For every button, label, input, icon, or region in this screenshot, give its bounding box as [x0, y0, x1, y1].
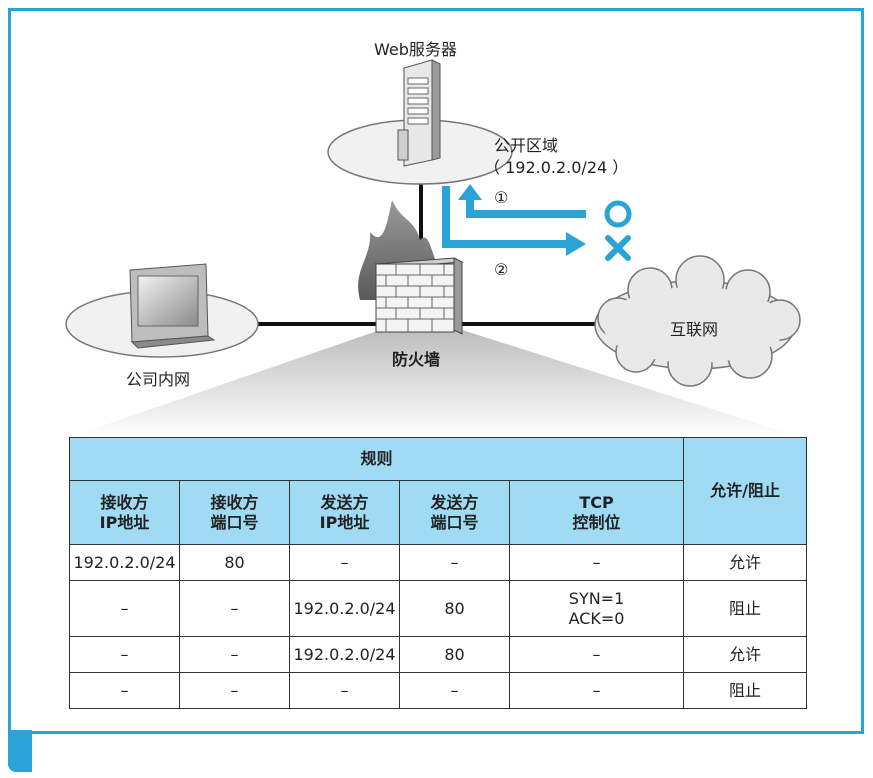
cell-tcp-flags: – — [508, 636, 685, 673]
flow-2-marker: ② — [494, 260, 509, 279]
cell-tcp-flags: SYN=1 ACK=0 — [508, 580, 685, 637]
cell-action: 允许 — [683, 636, 808, 673]
rules-header: 规则 — [68, 437, 685, 481]
intranet-label: 公司内网 — [126, 370, 191, 389]
block-cross-icon — [605, 235, 631, 261]
table-row: – – – – – 阻止 — [69, 672, 808, 709]
cell-dst-ip: 192.0.2.0/24 — [69, 544, 180, 581]
column-header-dst-port: 接收方 端口号 — [179, 480, 290, 545]
cell-action: 阻止 — [683, 672, 808, 709]
flow-1-arrow — [466, 198, 586, 218]
web-server-icon — [397, 59, 441, 167]
firewall-icon — [358, 200, 464, 335]
cell-dst-port: – — [179, 580, 290, 637]
allow-circle-icon — [604, 200, 632, 228]
internet-label: 互联网 — [670, 320, 719, 339]
table-row: 192.0.2.0/24 80 – – – 允许 — [69, 544, 808, 581]
web-server-label: Web服务器 — [374, 40, 457, 59]
flow-2-arrowhead — [566, 232, 586, 256]
column-header-tcp-flags: TCP 控制位 — [508, 480, 685, 545]
table-row: – – 192.0.2.0/24 80 – 允许 — [69, 636, 808, 673]
cell-dst-ip: – — [69, 636, 180, 673]
cell-tcp-flags: – — [508, 544, 685, 581]
cell-src-ip: 192.0.2.0/24 — [289, 636, 400, 673]
cell-dst-port: – — [179, 636, 290, 673]
firewall-rules-table: 规则 允许/阻止 接收方 IP地址 接收方 端口号 发送方 IP地址 发送方 端… — [68, 437, 808, 709]
cell-action: 允许 — [683, 544, 808, 581]
cell-src-ip: 192.0.2.0/24 — [289, 580, 400, 637]
frame-tab — [8, 730, 32, 772]
figure-frame — [8, 8, 864, 734]
cell-tcp-flags: – — [508, 672, 685, 709]
public-subnet-label: （ 192.0.2.0/24 ） — [484, 158, 629, 177]
cell-dst-ip: – — [69, 580, 180, 637]
public-zone-label: 公开区域 — [494, 136, 559, 155]
column-header-src-port: 发送方 端口号 — [399, 480, 510, 545]
cell-src-port: – — [399, 544, 510, 581]
cell-dst-port: – — [179, 672, 290, 709]
cell-action: 阻止 — [683, 580, 808, 637]
cell-dst-port: 80 — [179, 544, 290, 581]
flow-2-arrow — [442, 186, 568, 248]
cell-src-ip: – — [289, 544, 400, 581]
cell-dst-ip: – — [69, 672, 180, 709]
firewall-label: 防火墙 — [392, 350, 441, 369]
table-row: – – 192.0.2.0/24 80 SYN=1 ACK=0 阻止 — [69, 580, 808, 637]
internet-cloud-icon — [594, 255, 801, 387]
flow-1-marker: ① — [494, 188, 509, 207]
cell-src-port: 80 — [399, 580, 510, 637]
action-header: 允许/阻止 — [683, 437, 808, 545]
flow-1-arrowhead — [458, 184, 482, 200]
computer-icon — [129, 263, 216, 349]
column-header-dst-ip: 接收方 IP地址 — [69, 480, 180, 545]
cell-src-port: 80 — [399, 636, 510, 673]
cell-src-ip: – — [289, 672, 400, 709]
column-header-src-ip: 发送方 IP地址 — [289, 480, 400, 545]
firewall-scope-fan — [70, 330, 800, 437]
cell-src-port: – — [399, 672, 510, 709]
